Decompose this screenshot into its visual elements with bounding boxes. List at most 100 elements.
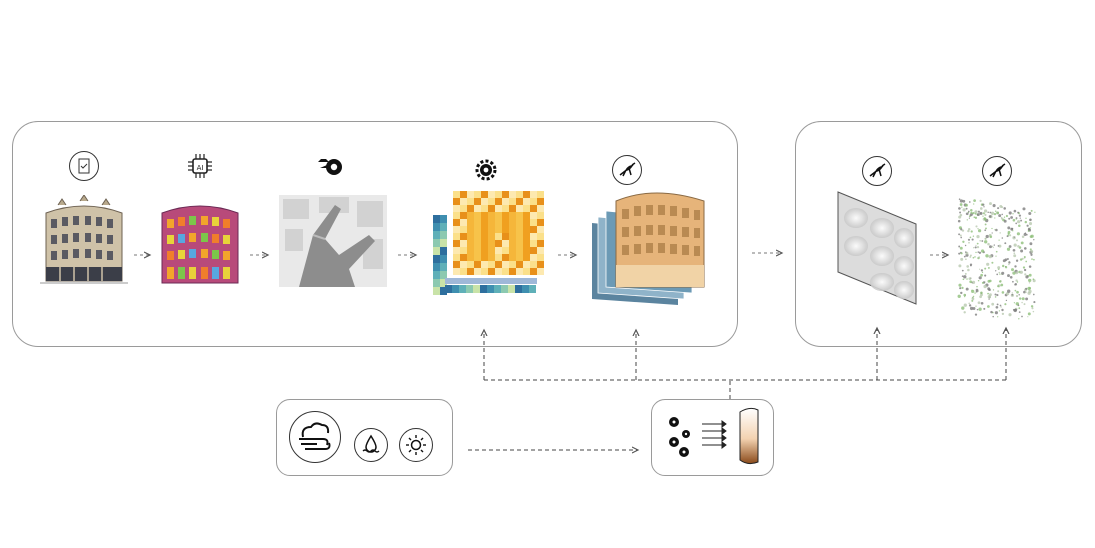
texture-dot (961, 206, 963, 208)
texture-dot (1030, 305, 1034, 308)
heat-cell (537, 191, 544, 198)
texture-dot (1015, 218, 1017, 220)
texture-dot (981, 281, 984, 284)
texture-dot (1020, 241, 1024, 245)
heat-cell (474, 254, 481, 261)
texture-dot (1005, 214, 1008, 218)
heat-cell (509, 198, 516, 205)
texture-dot (1010, 216, 1013, 219)
texture-dot (958, 233, 961, 236)
texture-dot (983, 206, 985, 208)
texture-dot (1011, 227, 1014, 230)
texture-dot (1016, 281, 1019, 283)
texture-dot (966, 265, 970, 268)
heat-cell (516, 261, 523, 268)
texture-dot (964, 272, 967, 275)
bio-receptive-panel-image (955, 185, 1039, 325)
heat-cell (474, 261, 481, 268)
heat-cell (453, 247, 460, 254)
texture-dot (960, 236, 963, 239)
texture-dot (1030, 234, 1034, 238)
ai-chip-icon: AI (185, 151, 215, 181)
heat-cell (501, 285, 508, 293)
texture-dot (1033, 239, 1035, 241)
heat-cell (515, 285, 522, 293)
heat-cell (488, 205, 495, 212)
texture-dot (1029, 227, 1032, 229)
texture-dot (1023, 232, 1027, 237)
heat-cell (474, 191, 481, 198)
texture-dot (974, 216, 978, 219)
heat-cell (530, 205, 537, 212)
texture-dot (1008, 263, 1010, 266)
heat-cell (453, 205, 460, 212)
texture-dot (1025, 291, 1027, 294)
heat-cell (480, 285, 487, 293)
heat-cell (495, 191, 502, 198)
heat-cell (495, 247, 502, 254)
heat-cell (530, 212, 537, 219)
texture-dot (1020, 219, 1023, 222)
heat-cell (453, 268, 460, 275)
texture-dot (1013, 252, 1016, 255)
texture-dot (970, 264, 972, 267)
texture-dot (1028, 282, 1031, 284)
texture-dot (1025, 217, 1027, 219)
texture-dot (975, 290, 978, 293)
texture-dot (1030, 209, 1033, 212)
texture-dot (988, 298, 990, 300)
texture-dot (987, 279, 991, 283)
texture-dot (1023, 303, 1026, 306)
texture-dot (987, 305, 990, 308)
texture-dot (985, 227, 987, 230)
texture-dot (962, 240, 965, 243)
texture-dot (969, 254, 972, 257)
texture-dot (997, 316, 999, 318)
gear-icon (471, 155, 501, 185)
texture-dot (969, 236, 972, 239)
texture-dot (998, 214, 1002, 218)
texture-dot (984, 267, 987, 270)
texture-dot (1016, 232, 1020, 236)
texture-dot (975, 305, 977, 307)
texture-dot (963, 303, 967, 307)
heat-cell (537, 226, 544, 233)
heat-cell (488, 247, 495, 254)
texture-dot (963, 275, 967, 279)
heat-cell (494, 285, 501, 293)
texture-dot (1001, 312, 1005, 316)
texture-dot (987, 242, 990, 246)
heat-cell (453, 226, 460, 233)
texture-dot (968, 201, 971, 203)
heat-cell (460, 261, 467, 268)
heat-cell (440, 271, 447, 279)
texture-dot (984, 229, 987, 232)
texture-dot (970, 211, 973, 214)
texture-dot (977, 227, 979, 230)
texture-dot (990, 211, 995, 215)
texture-dot (997, 245, 1000, 247)
grasshopper-icon (862, 156, 892, 186)
texture-dot (1001, 237, 1004, 239)
heat-cell (537, 254, 544, 261)
grasshopper-icon (612, 155, 642, 185)
texture-dot (1028, 211, 1032, 216)
wind-cloud-icon (289, 411, 341, 463)
heat-cell (433, 239, 440, 247)
heat-cell (433, 263, 440, 271)
heat-cell (516, 198, 523, 205)
texture-dot (1001, 291, 1005, 294)
heat-cell (508, 285, 515, 293)
texture-dot (959, 213, 963, 217)
heat-cell (523, 198, 530, 205)
texture-dot (971, 289, 973, 291)
texture-dot (998, 244, 1002, 248)
texture-dot (995, 228, 998, 232)
texture-dot (981, 240, 984, 242)
heat-cell (537, 198, 544, 205)
heat-cell (474, 212, 481, 219)
texture-dot (1032, 293, 1035, 296)
texture-dot (999, 280, 1002, 283)
texture-dot (1018, 293, 1020, 296)
texture-dot (972, 211, 975, 215)
